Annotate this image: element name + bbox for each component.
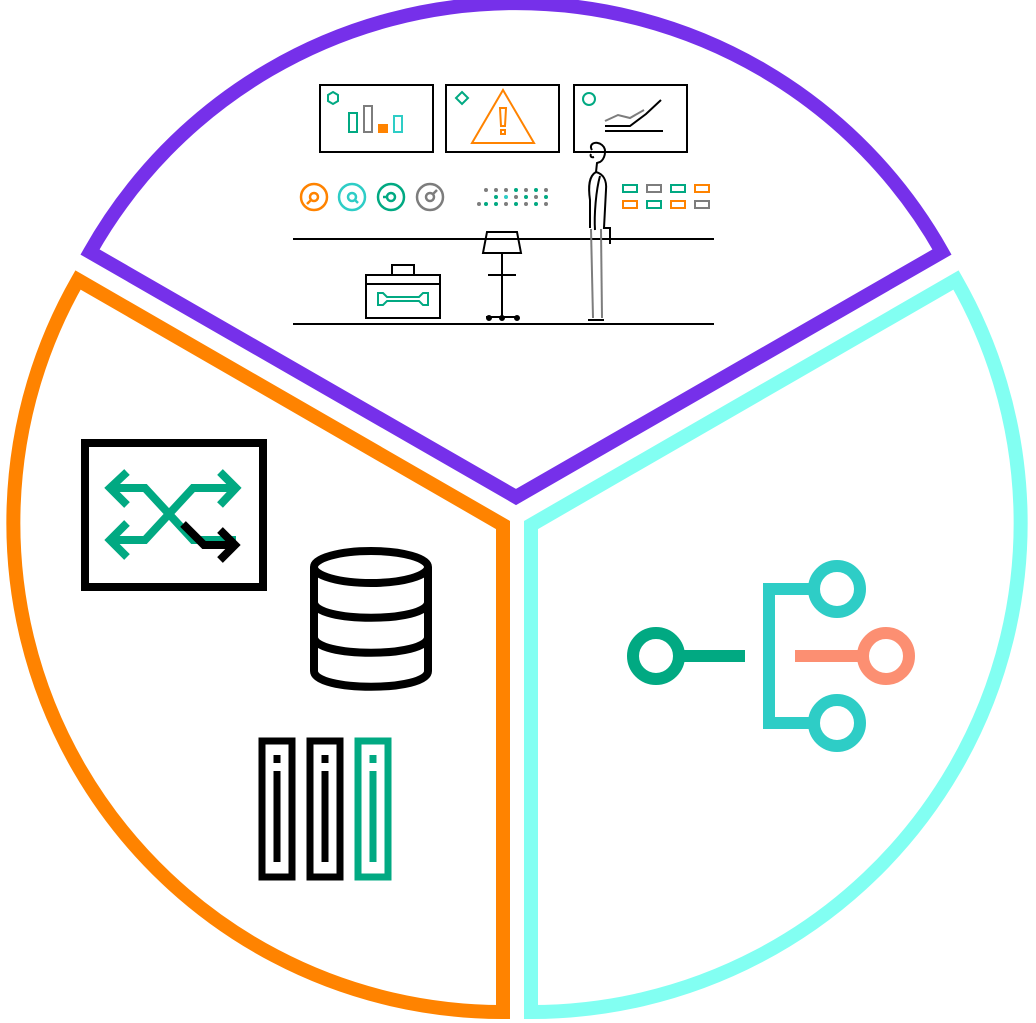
toolbox-icon xyxy=(365,264,441,319)
server-rack-icon xyxy=(258,737,392,881)
standing-person-icon xyxy=(588,141,611,321)
stool-icon xyxy=(481,231,523,321)
status-indicators xyxy=(622,184,710,209)
monitor-bar-chart-icon xyxy=(319,84,434,153)
segment-operations xyxy=(80,0,952,506)
database-icon xyxy=(310,547,432,691)
status-lights xyxy=(477,188,548,206)
segment-workflow xyxy=(524,270,1028,1020)
gauge-icons xyxy=(299,182,445,212)
monitor-warning-icon xyxy=(445,84,560,153)
floor-lines xyxy=(293,238,714,325)
segment-infrastructure xyxy=(6,270,510,1020)
monitor-line-chart-icon xyxy=(573,84,688,153)
workflow-branch-icon xyxy=(627,560,915,752)
network-switch-icon xyxy=(81,439,267,591)
